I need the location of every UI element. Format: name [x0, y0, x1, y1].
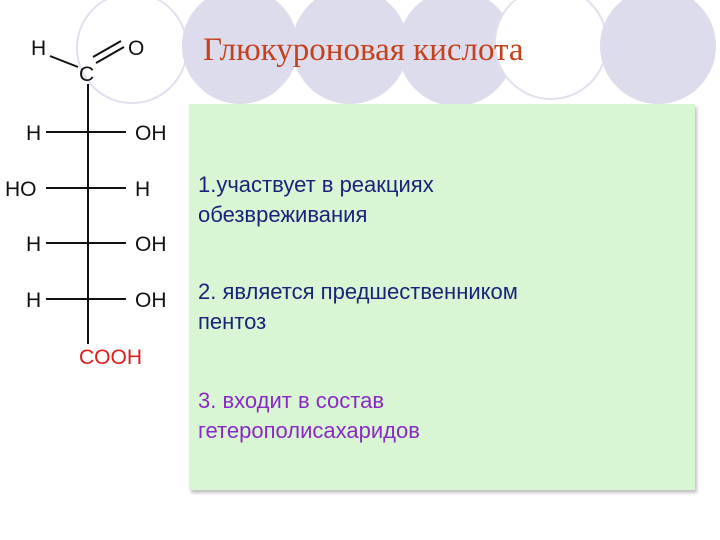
atom-c1: C: [79, 63, 94, 86]
item-line: гетерополисахаридов: [198, 418, 420, 443]
atom-cooh: COOH: [79, 346, 142, 369]
atom-h-top: H: [31, 37, 46, 60]
decor-circle-5: [494, 0, 608, 100]
decor-circle-6: [600, 0, 716, 104]
atom-o-top: O: [128, 37, 144, 60]
atom-left: H: [26, 122, 41, 145]
item-line: 3. входит в состав: [198, 388, 385, 413]
bond-c-o-1: [95, 46, 125, 64]
decor-circle-2: [182, 0, 298, 104]
atom-right: OH: [135, 233, 167, 256]
item-line: пентоз: [198, 309, 267, 334]
structural-formula: H O C H OH HO H H OH H OH COOH: [5, 37, 167, 369]
atom-left: H: [26, 289, 41, 312]
decor-circle-3: [292, 0, 408, 104]
atom-right: H: [135, 178, 150, 201]
atom-left: H: [26, 233, 41, 256]
item-line: обезвреживания: [198, 202, 368, 227]
atom-left: HO: [5, 178, 37, 201]
atom-right: OH: [135, 289, 167, 312]
bond-c-h: [49, 55, 79, 68]
atom-right: OH: [135, 122, 167, 145]
list-item: 2. является предшественником пентоз: [198, 277, 518, 337]
list-item: 3. входит в состав гетерополисахаридов: [198, 386, 420, 446]
list-item: 1.участвует в реакциях обезвреживания: [198, 170, 434, 230]
content-panel: [189, 104, 695, 490]
item-line: 1.участвует в реакциях: [198, 172, 434, 197]
item-line: 2. является предшественником: [198, 279, 518, 304]
slide-title: Глюкуроновая кислота: [203, 32, 524, 68]
bond-c-o-2: [92, 40, 122, 58]
